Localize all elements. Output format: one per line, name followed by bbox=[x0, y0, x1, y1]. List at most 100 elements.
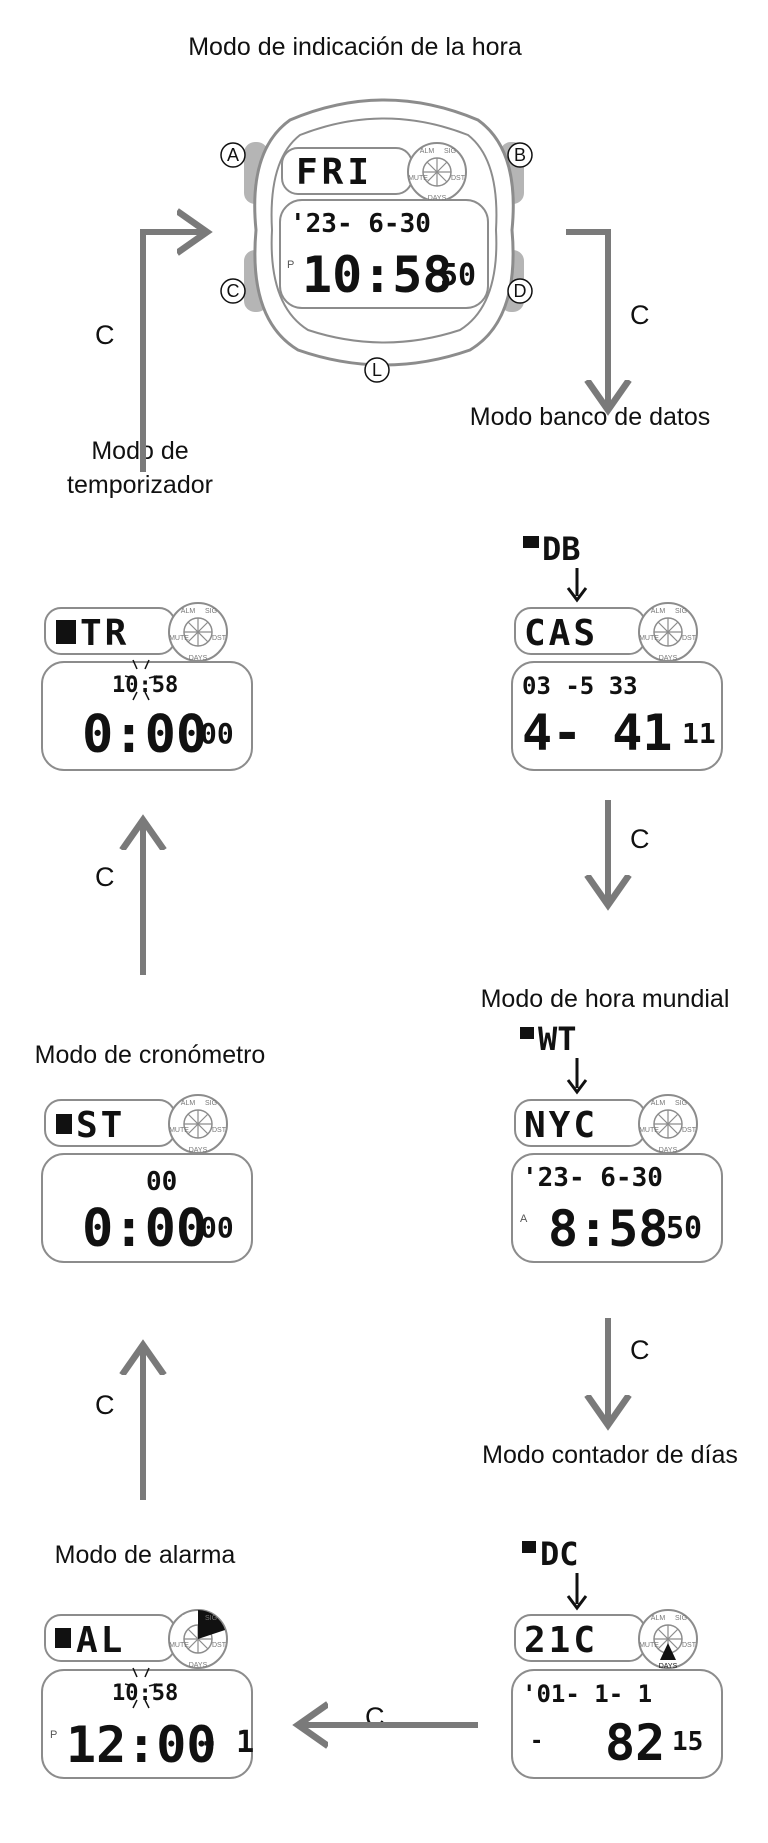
dial-label: DST bbox=[682, 1127, 697, 1134]
display-worldtime: WT NYC '23- 6-30 A 8:58 50 bbox=[511, 1020, 723, 1263]
button-l-label: L bbox=[372, 360, 382, 380]
stopwatch-time: 0:00 bbox=[82, 1199, 207, 1259]
dial-label: DAYS bbox=[659, 1147, 678, 1154]
databank-indicator: DB bbox=[542, 530, 581, 568]
alarm-time: 12:00 bbox=[66, 1716, 217, 1774]
stopwatch-upper: 00 bbox=[146, 1167, 177, 1197]
worldtime-time: 8:58 bbox=[548, 1200, 668, 1258]
display-daycounter: DC 21C '01- 1- 1 - 82 15 bbox=[511, 1535, 723, 1779]
caption-timer: Modo de temporizador bbox=[67, 437, 213, 499]
dial-label: MUTE bbox=[639, 1127, 659, 1134]
caption-alarm: Modo de alarma bbox=[54, 1541, 236, 1569]
dial-label: DAYS bbox=[659, 655, 678, 662]
display-stopwatch: ST 00 0:00 00 bbox=[41, 1094, 253, 1263]
daycounter-days-small: 15 bbox=[672, 1727, 703, 1757]
dial-label: SIG bbox=[675, 1615, 687, 1622]
alarm-upper: 10:58 bbox=[112, 1681, 178, 1706]
dial-label: SIG bbox=[205, 1615, 217, 1622]
daycounter-date: '01- 1- 1 bbox=[522, 1680, 652, 1708]
alarm-name: AL bbox=[76, 1620, 125, 1661]
dial-label: DAYS bbox=[189, 1662, 208, 1669]
dial-label: ALM bbox=[181, 1615, 196, 1622]
dial-label: MUTE bbox=[169, 1642, 189, 1649]
dial-label: SIG bbox=[675, 608, 687, 615]
dial-label: MUTE bbox=[408, 175, 428, 182]
timer-time: 0:00 bbox=[82, 705, 207, 765]
caption-worldtime: Modo de hora mundial bbox=[480, 985, 730, 1013]
flow-arrows bbox=[143, 232, 608, 1725]
timer-name: TR bbox=[80, 613, 129, 654]
dial-label: DST bbox=[682, 635, 697, 642]
transition-label: C bbox=[95, 1390, 115, 1420]
worldtime-city: NYC bbox=[524, 1105, 598, 1146]
button-c-label: C bbox=[227, 281, 240, 301]
caption-daycounter: Modo contador de días bbox=[482, 1441, 738, 1469]
stopwatch-small: 00 bbox=[200, 1211, 234, 1244]
dial-label: SIG bbox=[444, 148, 456, 155]
timekeeping-ampm: P bbox=[287, 259, 294, 271]
watch-timekeeping: FRI '23- 6-30 P 10:58 50 bbox=[244, 98, 524, 367]
worldtime-date: '23- 6-30 bbox=[522, 1163, 663, 1193]
button-d-label: D bbox=[514, 281, 527, 301]
button-b-label: B bbox=[514, 145, 526, 165]
dial-label: DAYS bbox=[189, 655, 208, 662]
databank-lower: 4- 41 bbox=[522, 704, 673, 762]
dial-label: ALM bbox=[420, 148, 435, 155]
dial-label: DST bbox=[682, 1642, 697, 1649]
dial-label: DAYS bbox=[659, 1663, 678, 1670]
dial-label: ALM bbox=[181, 1100, 196, 1107]
button-labels: A B C D L bbox=[220, 142, 533, 383]
dial-label: ALM bbox=[651, 608, 666, 615]
timekeeping-date: '23- 6-30 bbox=[290, 209, 431, 239]
dial-label: DAYS bbox=[428, 195, 447, 202]
worldtime-ampm: A bbox=[520, 1213, 528, 1225]
dial-labels: ALM SIG MUTE DAYS DST ALM SIG MUTE DAYS … bbox=[169, 148, 697, 1670]
daycounter-sign: - bbox=[530, 1729, 543, 1754]
alarm-number: - 1 bbox=[200, 1725, 254, 1760]
button-a-label: A bbox=[227, 145, 239, 165]
dial-label: DST bbox=[212, 1642, 227, 1649]
display-alarm: AL 10:58 P 12:00 - 1 bbox=[41, 1609, 254, 1779]
daycounter-days: 82 bbox=[605, 1714, 665, 1772]
dial-label: ALM bbox=[651, 1100, 666, 1107]
worldtime-seconds: 50 bbox=[666, 1211, 702, 1246]
daycounter-name: 21C bbox=[524, 1620, 598, 1661]
timer-flash-marks bbox=[124, 659, 158, 701]
transition-label: C bbox=[630, 824, 650, 854]
dial-label: SIG bbox=[205, 1100, 217, 1107]
transition-label: C bbox=[95, 320, 115, 350]
dial-label: DAYS bbox=[189, 1147, 208, 1154]
dial-label: SIG bbox=[675, 1100, 687, 1107]
worldtime-indicator: WT bbox=[538, 1020, 577, 1058]
databank-name: CAS bbox=[524, 613, 598, 654]
databank-upper: 03 -5 33 bbox=[522, 672, 638, 700]
caption-timekeeping: Modo de indicación de la hora bbox=[188, 33, 522, 61]
transition-label: C bbox=[95, 862, 115, 892]
arrow-timer-to-timekeeping bbox=[140, 232, 207, 472]
timekeeping-day: FRI bbox=[296, 152, 373, 193]
alarm-ampm: P bbox=[50, 1729, 57, 1741]
dial-label: MUTE bbox=[169, 635, 189, 642]
display-timer: TR 10:58 0:00 00 bbox=[41, 602, 253, 771]
arrow-timekeeping-to-databank bbox=[566, 229, 608, 410]
dial-label: DST bbox=[212, 1127, 227, 1134]
dial-label: MUTE bbox=[169, 1127, 189, 1134]
stopwatch-name: ST bbox=[76, 1105, 125, 1146]
dial-label: DST bbox=[212, 635, 227, 642]
dial-label: MUTE bbox=[639, 1642, 659, 1649]
timer-upper: 10:58 bbox=[112, 673, 178, 698]
daycounter-indicator: DC bbox=[540, 1535, 579, 1573]
dial-label: DST bbox=[451, 175, 466, 182]
dial-label: MUTE bbox=[639, 635, 659, 642]
transition-label: C bbox=[630, 300, 650, 330]
caption-stopwatch: Modo de cronómetro bbox=[34, 1041, 266, 1069]
transition-label: C bbox=[630, 1335, 650, 1365]
timekeeping-time: 10:58 bbox=[302, 246, 453, 304]
dial-label: ALM bbox=[181, 608, 196, 615]
alarm-flash-marks bbox=[124, 1667, 158, 1709]
timer-small: 00 bbox=[200, 717, 234, 750]
display-databank: DB CAS 03 -5 33 4- 41 11 bbox=[511, 530, 723, 771]
dial-label: SIG bbox=[205, 608, 217, 615]
dial-label: ALM bbox=[651, 1615, 666, 1622]
databank-lower-small: 11 bbox=[682, 717, 716, 750]
